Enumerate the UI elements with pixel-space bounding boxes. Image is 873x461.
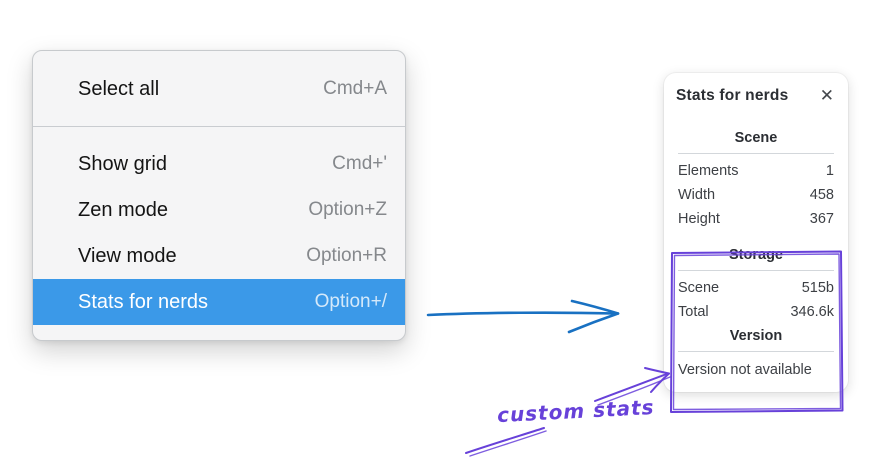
stat-value: 458 <box>809 187 834 203</box>
stat-value: 346.6k <box>790 304 834 320</box>
menu-item-select-all[interactable]: Select all Cmd+A <box>33 66 405 112</box>
menu-separator <box>33 126 405 127</box>
stats-row-total: Total 346.6k <box>676 300 836 324</box>
stat-value: 367 <box>809 211 834 227</box>
menu-item-label: Show grid <box>78 152 167 175</box>
stats-row-width: Width 458 <box>676 183 836 207</box>
menu-item-label: Zen mode <box>78 198 169 221</box>
stat-label: Width <box>678 187 716 203</box>
section-heading: Version <box>729 328 783 344</box>
section-divider <box>678 153 834 154</box>
stat-label: Total <box>678 304 709 320</box>
blue-arrow <box>426 299 620 334</box>
menu-item-shortcut: Option+/ <box>314 291 387 312</box>
stat-label: Height <box>678 211 720 227</box>
menu-item-label: Stats for nerds <box>78 290 209 313</box>
stats-row-scene: Scene 515b <box>676 276 836 300</box>
close-icon[interactable]: ✕ <box>819 86 834 105</box>
stats-row-height: Height 367 <box>676 207 836 231</box>
stat-label: Scene <box>678 280 720 296</box>
section-heading: Scene <box>734 130 778 146</box>
stats-panel-title: Stats for nerds <box>676 86 789 104</box>
stats-row-elements: Elements 1 <box>676 159 836 183</box>
menu-item-label: View mode <box>78 244 177 267</box>
menu-item-shortcut: Cmd+A <box>323 78 387 99</box>
menu-item-label: Select all <box>78 77 160 100</box>
menu-item-show-grid[interactable]: Show grid Cmd+' <box>33 141 405 187</box>
menu-item-zen-mode[interactable]: Zen mode Option+Z <box>33 187 405 233</box>
menu-item-view-mode[interactable]: View mode Option+R <box>33 233 405 279</box>
annotation-underline-stroke <box>465 427 547 457</box>
menu-item-shortcut: Cmd+' <box>332 153 387 174</box>
section-note: Version not available <box>678 362 812 378</box>
stat-value: 515b <box>801 280 834 296</box>
stats-panel-header: Stats for nerds ✕ <box>676 85 836 106</box>
custom-stats-annotation: custom stats <box>496 394 656 428</box>
menu-item-stats-for-nerds[interactable]: Stats for nerds Option+/ <box>33 279 405 325</box>
menu-item-shortcut: Option+Z <box>308 199 387 220</box>
section-divider <box>678 270 834 271</box>
section-divider <box>678 351 834 352</box>
stat-value: 1 <box>825 163 834 179</box>
menu-item-shortcut: Option+R <box>306 245 387 266</box>
stat-label: Elements <box>678 163 739 179</box>
section-heading: Storage <box>729 247 783 263</box>
